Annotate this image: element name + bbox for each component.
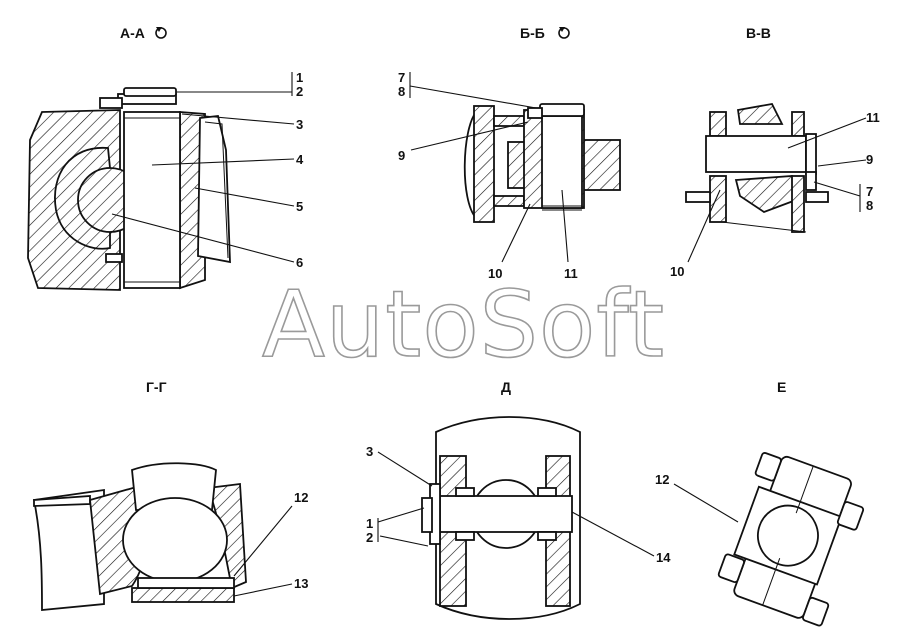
view-title-vv: В-В bbox=[746, 25, 771, 41]
callout-13: 13 bbox=[294, 576, 308, 591]
callout-1: 1 bbox=[296, 70, 303, 85]
view-e: 12 bbox=[655, 452, 865, 627]
callout-11: 11 bbox=[564, 266, 578, 281]
callout-8: 8 bbox=[866, 198, 873, 213]
view-vv: 11 9 7 8 10 bbox=[670, 102, 880, 279]
callout-14: 14 bbox=[656, 550, 671, 565]
callout-10: 10 bbox=[670, 264, 684, 279]
callout-9: 9 bbox=[866, 152, 873, 167]
watermark: AutoSoft bbox=[262, 271, 665, 378]
view-d: 3 1 2 14 bbox=[366, 416, 671, 620]
callout-3: 3 bbox=[296, 117, 303, 132]
rotation-symbol-icon bbox=[155, 26, 167, 39]
callout-2: 2 bbox=[296, 84, 303, 99]
callout-11: 11 bbox=[866, 110, 880, 125]
callout-9: 9 bbox=[398, 148, 405, 163]
callout-6: 6 bbox=[296, 255, 303, 270]
callout-7: 7 bbox=[398, 70, 405, 85]
callout-10: 10 bbox=[488, 266, 502, 281]
callout-12: 12 bbox=[655, 472, 669, 487]
callout-5: 5 bbox=[296, 199, 303, 214]
callout-8: 8 bbox=[398, 84, 405, 99]
view-title-e: Е bbox=[777, 379, 786, 395]
view-title-bb: Б-Б bbox=[520, 25, 545, 41]
callout-2: 2 bbox=[366, 530, 373, 545]
view-bb: 7 8 9 10 11 bbox=[398, 70, 621, 281]
view-gg: 12 13 bbox=[32, 462, 308, 611]
view-aa: 1 2 3 4 5 6 bbox=[27, 70, 304, 291]
rotation-symbol-icon bbox=[558, 26, 570, 39]
view-title-aa: А-А bbox=[120, 25, 145, 41]
callout-12: 12 bbox=[294, 490, 308, 505]
callout-3: 3 bbox=[366, 444, 373, 459]
callout-4: 4 bbox=[296, 152, 304, 167]
callout-7: 7 bbox=[866, 184, 873, 199]
callout-1: 1 bbox=[366, 516, 373, 531]
view-title-d: Д bbox=[501, 379, 511, 395]
view-title-gg: Г-Г bbox=[146, 379, 167, 395]
